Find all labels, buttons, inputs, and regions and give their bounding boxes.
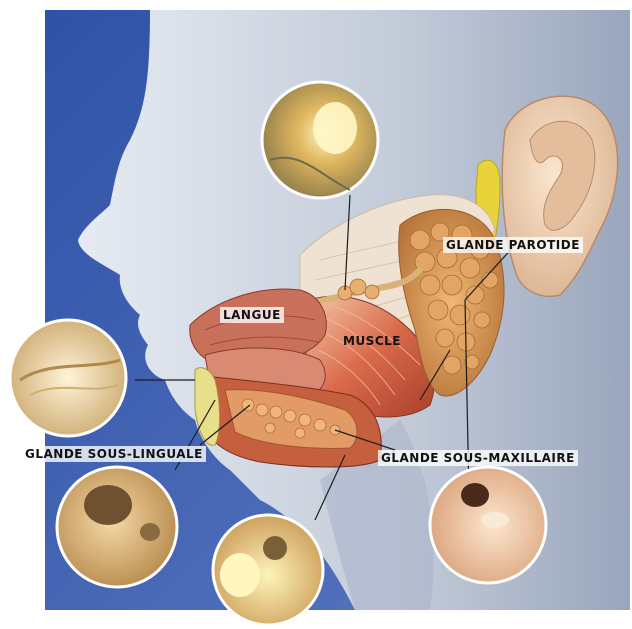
label-tongue: LANGUE — [220, 307, 284, 323]
inset-circle-top — [262, 82, 378, 198]
inset-circle-bottom-center — [213, 515, 323, 625]
label-parotid-gland: GLANDE PAROTIDE — [443, 237, 583, 253]
inset-circle-bottom-left — [57, 467, 177, 587]
label-sublingual-gland: GLANDE SOUS-LINGUALE — [22, 446, 206, 462]
inset-circle-left — [10, 320, 126, 436]
label-muscle: MUSCLE — [340, 333, 404, 349]
label-submandibular-gland: GLANDE SOUS-MAXILLAIRE — [378, 450, 578, 466]
inset-circle-bottom-right — [430, 467, 546, 583]
